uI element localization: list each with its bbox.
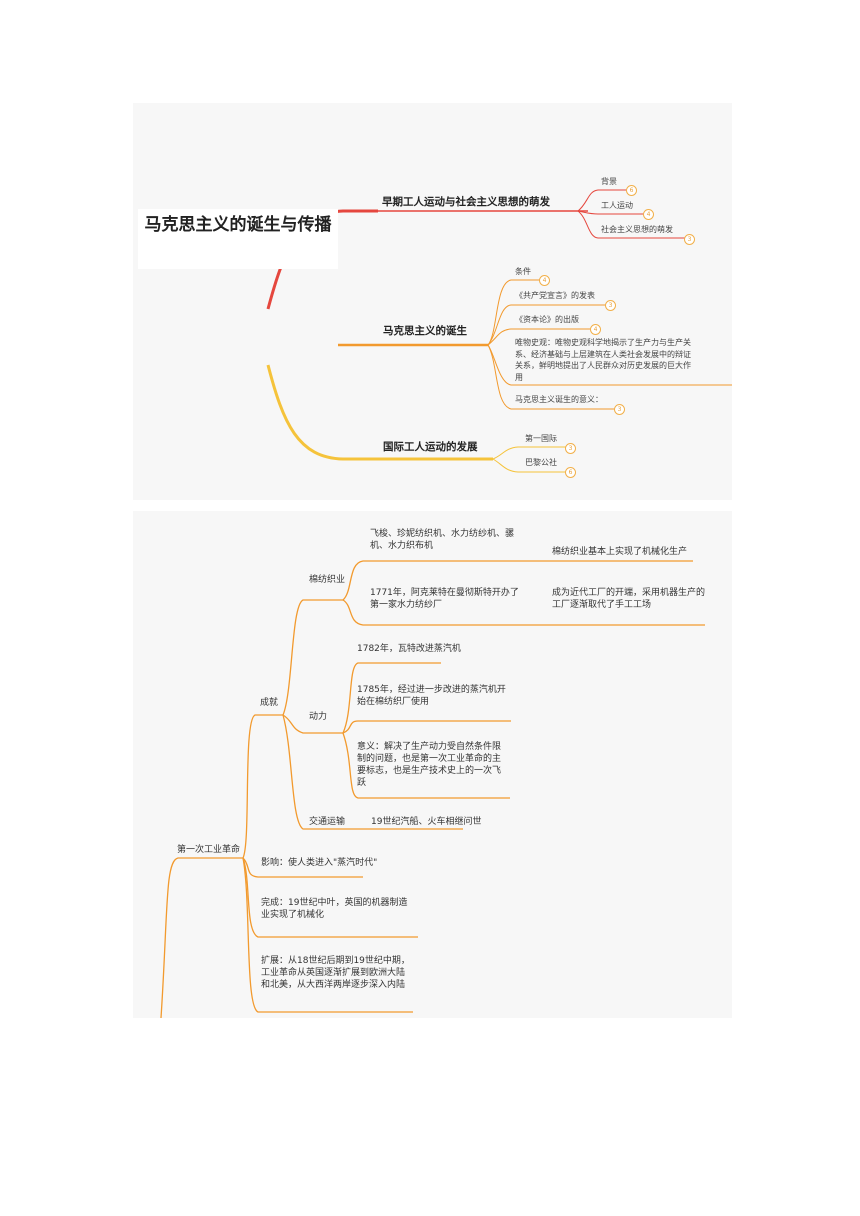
count-badge: 4 (643, 209, 654, 220)
count-badge: 3 (684, 234, 695, 245)
node-expansion: 扩展：从18世纪后期到19世纪中期，工业革命从英国逐渐扩展到欧洲大陆和北美，从大… (261, 956, 410, 991)
node-transport: 交通运输 (309, 817, 346, 827)
branch-international-workers-movement: 国际工人运动的发展 (383, 441, 478, 453)
mindmap-1-connectors (266, 189, 732, 473)
node-power: 动力 (309, 712, 328, 722)
node-textile-item2-result: 成为近代工厂的开端，采用机器生产的工厂逐渐取代了手工工场 (552, 588, 706, 611)
count-badge: 4 (590, 324, 601, 335)
count-badge: 6 (565, 467, 576, 478)
node-textile-item1-result: 棉纺织业基本上实现了机械化生产 (552, 547, 688, 557)
leaf-communist-manifesto: 《共产党宣言》的发表 (515, 291, 595, 300)
mindmap-1-root: 马克思主义的诞生与传播 (138, 209, 338, 269)
branch-birth-of-marxism: 马克思主义的诞生 (383, 325, 467, 337)
leaf-paris-commune: 巴黎公社 (525, 458, 557, 467)
node-power-item3: 意义：解决了生产动力受自然条件限制的问题，也是第一次工业革命的主要标志，也是生产… (357, 742, 502, 789)
node-power-item1: 1782年，瓦特改进蒸汽机 (357, 644, 461, 654)
mindmap-2-root: 第一次工业革命 (177, 845, 241, 855)
mindmap-panel-2: 第一次工业革命 成就 棉纺织业 飞梭、珍妮纺织机、水力纺纱机、骡机、水力织布机 … (133, 511, 732, 1018)
count-badge: 3 (605, 300, 616, 311)
node-textile: 棉纺织业 (309, 575, 346, 585)
mindmap-panel-1: 马克思主义的诞生与传播 早期工人运动与社会主义思想的萌发 马克思主义的诞生 国际… (133, 103, 732, 500)
node-completion: 完成：19世纪中叶，英国的机器制造业实现了机械化 (261, 898, 408, 921)
leaf-background: 背景 (601, 177, 617, 186)
mindmap-2-connectors (160, 560, 705, 1018)
node-achievements: 成就 (260, 698, 279, 708)
node-power-item2: 1785年，经过进一步改进的蒸汽机开始在棉纺织厂使用 (357, 685, 506, 708)
leaf-conditions: 条件 (515, 267, 531, 276)
leaf-socialist-thought: 社会主义思想的萌发 (601, 225, 673, 234)
leaf-historical-materialism: 唯物史观：唯物史观科学地揭示了生产力与生产关系、经济基础与上层建筑在人类社会发展… (515, 338, 691, 382)
leaf-das-kapital: 《资本论》的出版 (515, 315, 579, 324)
count-badge: 3 (614, 404, 625, 415)
node-influence: 影响：使人类进入"蒸汽时代" (261, 858, 378, 868)
count-badge: 6 (626, 185, 637, 196)
leaf-workers-movement: 工人运动 (601, 201, 633, 210)
leaf-first-international: 第一国际 (525, 434, 557, 443)
node-transport-item: 19世纪汽船、火车相继问世 (371, 817, 482, 827)
leaf-significance: 马克思主义诞生的意义： (515, 395, 603, 404)
count-badge: 4 (539, 275, 550, 286)
node-textile-item1: 飞梭、珍妮纺织机、水力纺纱机、骡机、水力织布机 (370, 529, 515, 552)
branch-early-workers-movement: 早期工人运动与社会主义思想的萌发 (382, 196, 550, 208)
node-textile-item2: 1771年，阿克莱特在曼彻斯特开办了第一家水力纺纱厂 (370, 588, 519, 611)
count-badge: 3 (565, 443, 576, 454)
